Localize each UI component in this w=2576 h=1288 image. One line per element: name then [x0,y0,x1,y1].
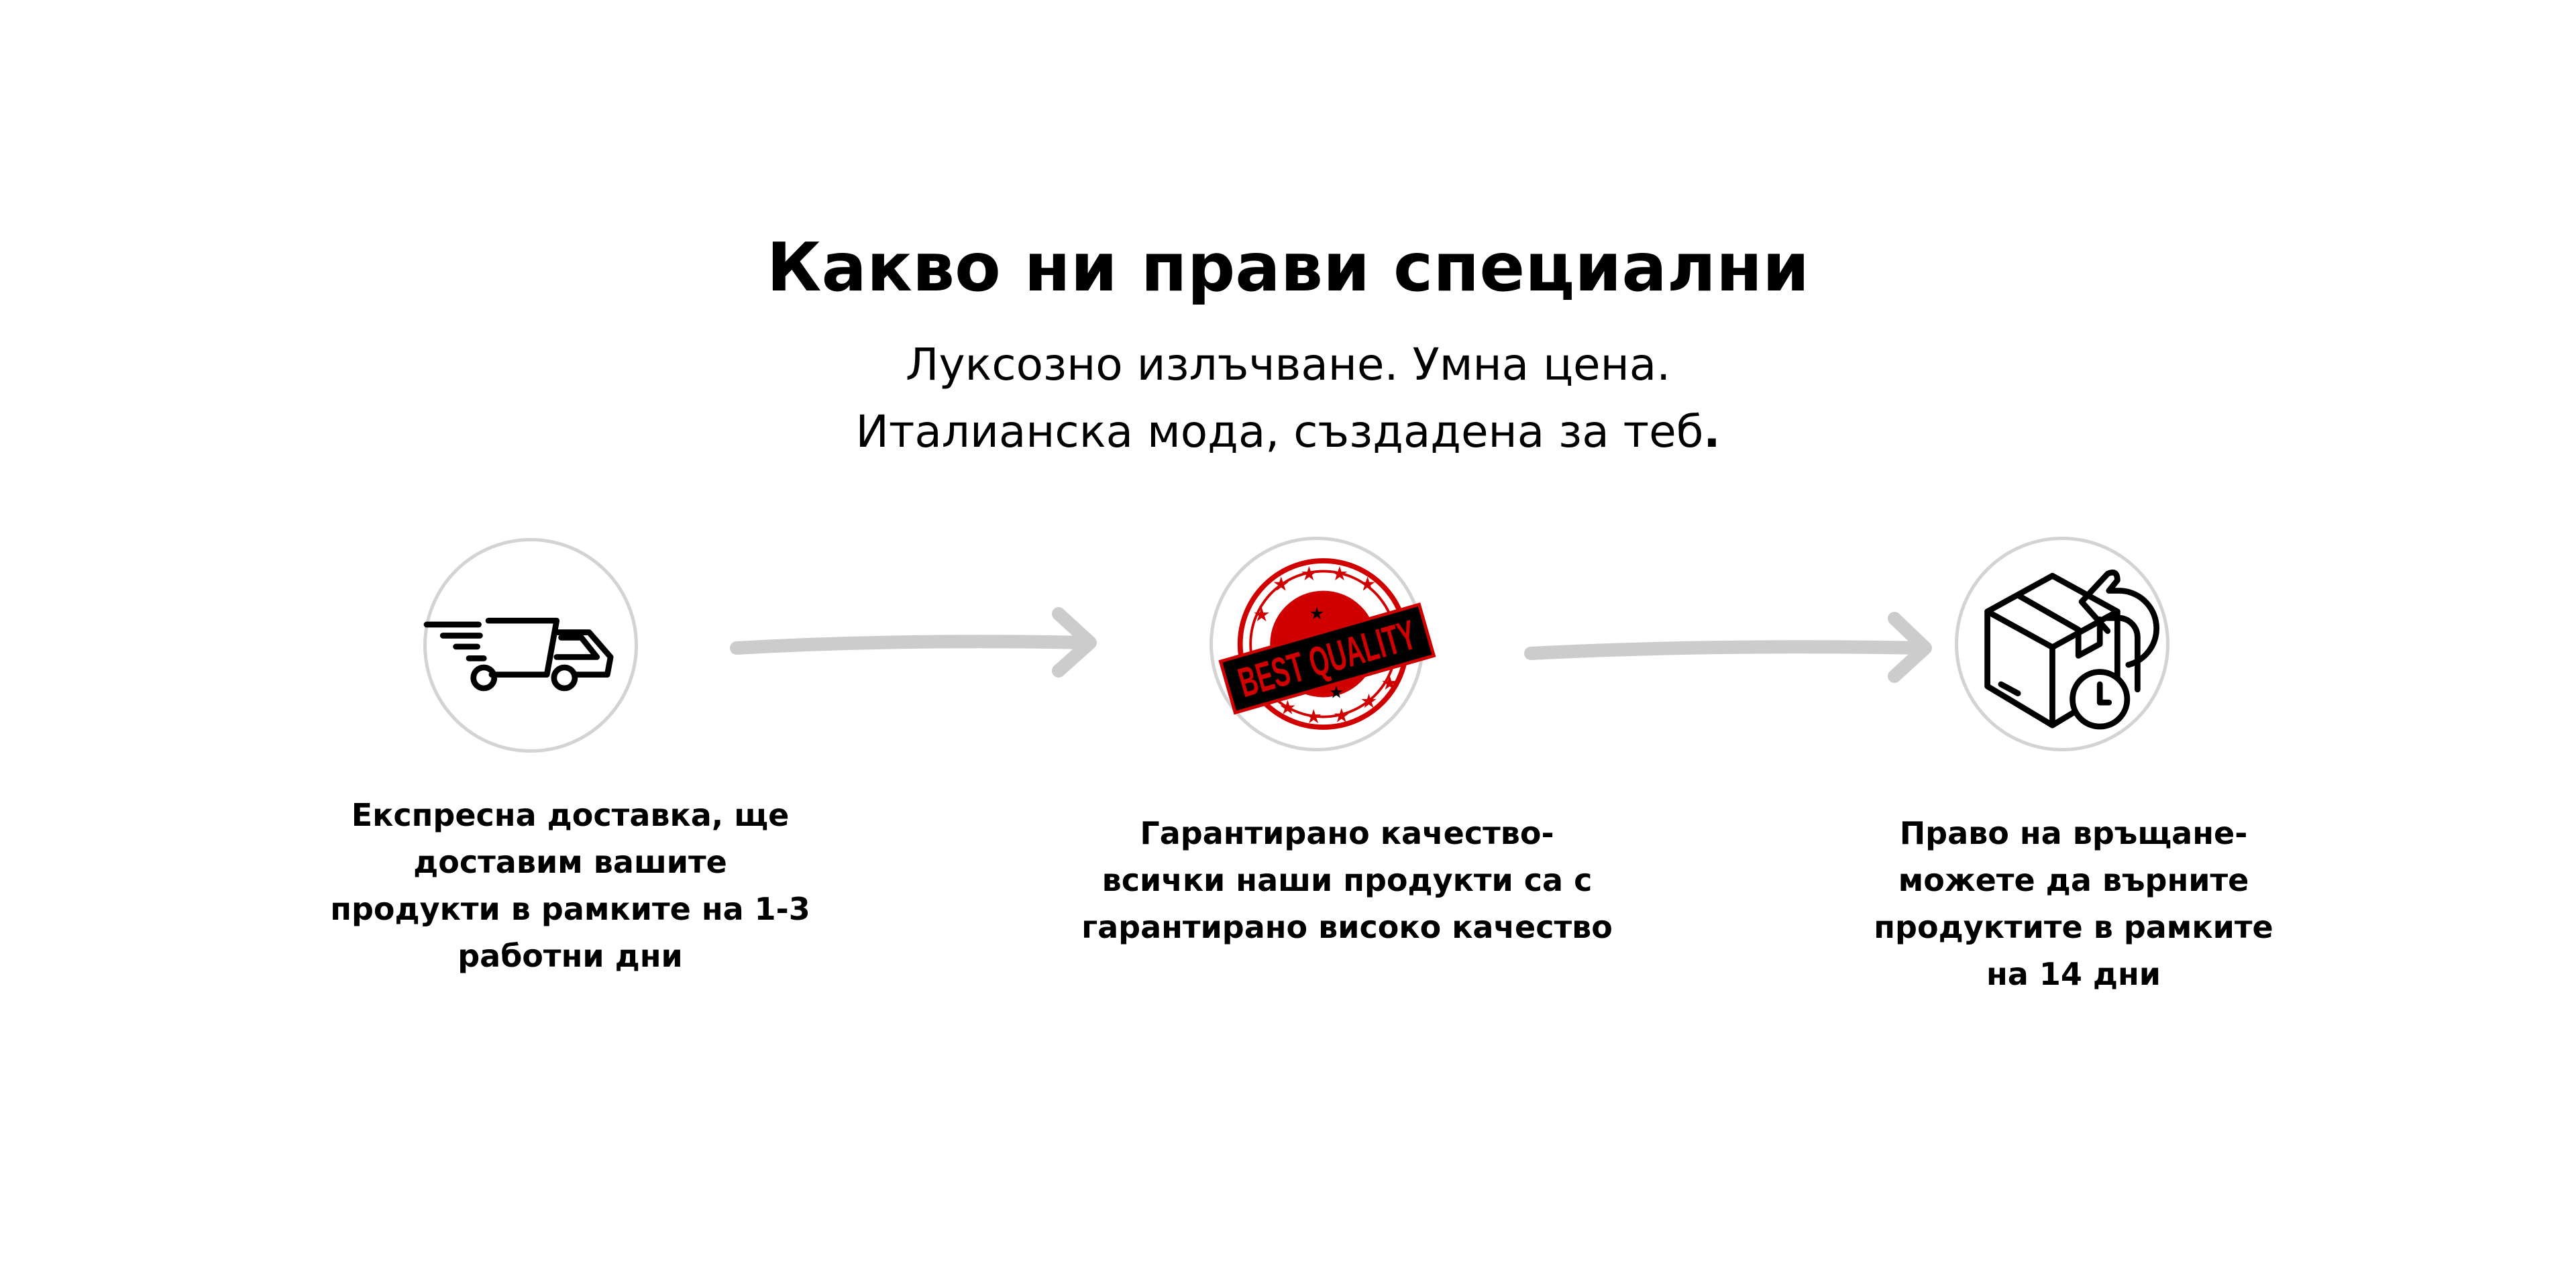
subtitle-line-1: Луксозно излъчване. Умна цена. [905,339,1671,390]
caption-line: можете да върните [1898,862,2249,898]
caption-line: гарантирано високо качество [1081,909,1613,945]
svg-text:★: ★ [1305,705,1322,728]
return-box-icon [1984,570,2159,730]
svg-text:★: ★ [1253,603,1271,626]
caption-line: работни дни [458,938,683,974]
arrow-right-icon [730,607,1097,678]
arrow-right-icon [1524,612,1932,683]
caption-line: Гарантирано качество- [1140,815,1554,851]
svg-text:★: ★ [1359,573,1377,596]
caption-line: продукти в рамките на 1-3 [330,891,810,927]
caption-line: доставим вашите [413,844,727,880]
best-quality-badge-icon: ★★★★ ★★ ★★★★ ★★ BEST QUALITY [1218,558,1436,730]
subtitle-period: . [1703,406,1721,458]
caption-line: всички наши продукти са с [1102,862,1593,898]
return-icon-circle [1955,537,2169,751]
feature-delivery-caption: Експресна доставка, ще доставим вашите п… [268,792,872,979]
subtitle-line-2-text: Италианска мода, създадена за теб [855,406,1704,458]
feature-quality-caption: Гарантирано качество- всички наши продук… [1045,810,1649,951]
caption-line: продуктите в рамките [1874,909,2273,945]
truck-icon [423,617,614,692]
svg-text:★: ★ [1329,682,1344,702]
feature-return-caption: Право на връщане- можете да върните прод… [1772,810,2375,998]
svg-text:★: ★ [1381,672,1398,694]
caption-line: Експресна доставка, ще [351,797,790,833]
page-title: Какво ни прави специални [766,228,1810,307]
svg-text:★: ★ [1331,562,1348,585]
svg-text:★: ★ [1333,704,1350,727]
svg-text:★: ★ [1273,573,1290,596]
svg-text:★: ★ [1309,604,1325,623]
caption-line: Право на връщане- [1899,815,2248,851]
svg-text:★: ★ [1300,562,1318,585]
quality-icon-circle: ★★★★ ★★ ★★★★ ★★ BEST QUALITY [1210,537,1436,751]
svg-text:★: ★ [1360,690,1377,712]
caption-line: на 14 дни [1986,956,2161,992]
subtitle-line-2: Италианска мода, създадена за теб. [0,406,2576,458]
delivery-icon-circle [423,538,638,753]
